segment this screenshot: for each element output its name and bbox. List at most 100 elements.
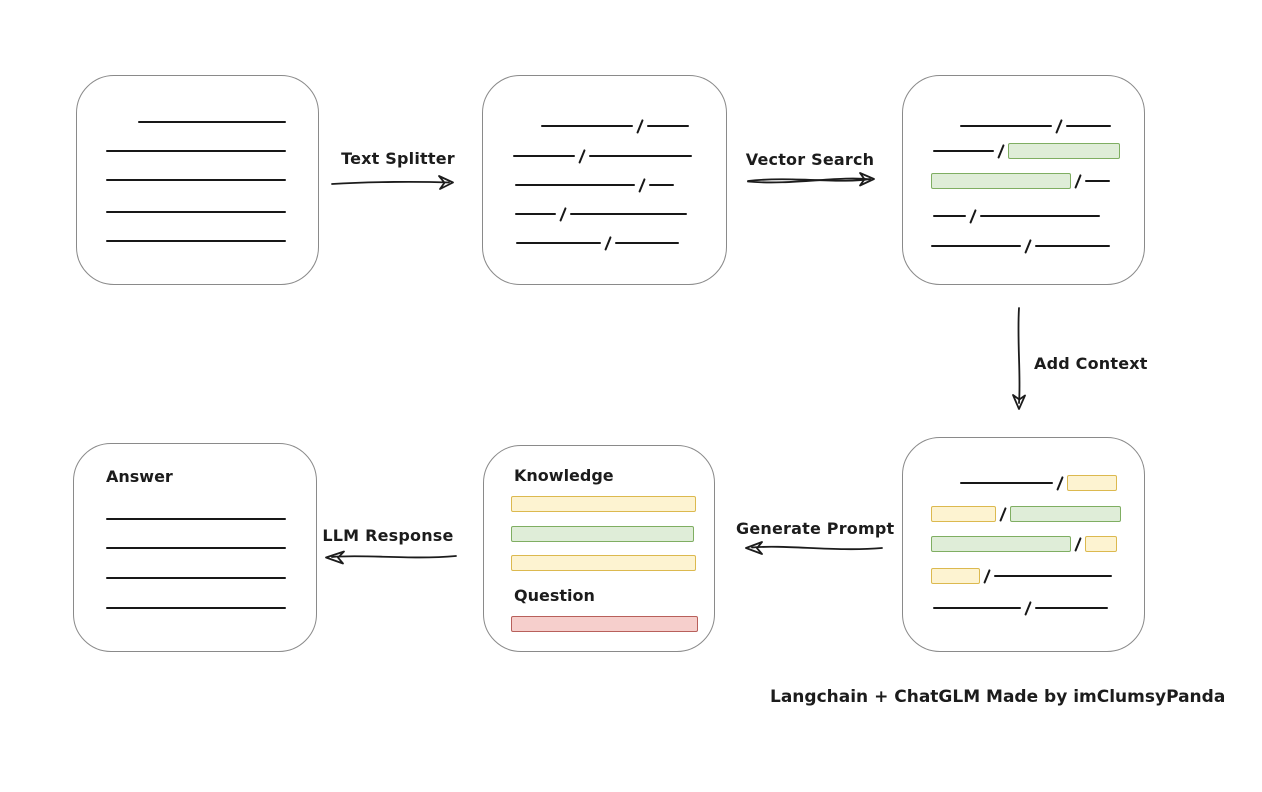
split-slash [1024,600,1032,616]
chunk-row [106,569,286,587]
text-line [106,240,286,242]
green-chunk [931,536,1071,552]
text-line [1035,245,1111,247]
generate-prompt-label: Generate Prompt [736,519,895,538]
split-slash [1074,173,1082,189]
document-box [76,75,319,285]
vector-search-arrow [747,172,875,187]
chunk-row [106,203,286,221]
chunk-row [138,113,286,131]
text-line [106,518,286,520]
text-line [589,155,693,157]
yellow-chunk [1085,536,1118,552]
chunk-row [106,142,286,160]
chunk-row [931,567,1113,585]
green-chunk [1008,143,1121,159]
text-line [516,242,601,244]
chunk-row [933,207,1101,225]
text-line [106,211,286,213]
yellow-chunk [511,496,696,512]
yellow-chunk [931,568,980,584]
split-slash [638,177,646,193]
answer-heading: Answer [106,467,173,486]
answer-box: Answer [73,443,317,652]
vector-search-label: Vector Search [745,150,875,169]
text-line [931,245,1021,247]
text-line [960,482,1053,484]
text-line [515,213,556,215]
chunk-row [960,117,1112,135]
text-line [138,121,286,123]
green-chunk [511,526,694,542]
split-slash [999,506,1007,522]
text-line [541,125,633,127]
chunk-row [931,535,1118,553]
text-line [515,184,635,186]
text-line [106,577,286,579]
chunk-row [515,205,688,223]
vector-matches-box [902,75,1145,285]
split-slash [983,568,991,584]
text-line [933,215,966,217]
split-chunks-box [482,75,727,285]
split-slash [636,118,644,134]
text-line [933,607,1021,609]
context-chunks-box [902,437,1145,652]
yellow-chunk [1067,475,1118,491]
split-slash [559,206,567,222]
chunk-row [541,117,690,135]
chunk-row [106,599,286,617]
chunk-row [106,539,286,557]
text-line [513,155,575,157]
split-slash [1024,238,1032,254]
chunk-row [106,171,286,189]
credit-text: Langchain + ChatGLM Made by imClumsyPand… [770,687,1226,707]
chunk-row [960,474,1118,492]
split-slash [604,235,612,251]
text-line [106,150,286,152]
add-context-label: Add Context [1034,354,1148,373]
chunk-row [515,176,675,194]
green-chunk [1010,506,1122,522]
yellow-chunk [931,506,996,522]
text-line [933,150,994,152]
text-splitter-arrow [331,175,454,190]
text-line [647,125,690,127]
chunk-row [516,234,680,252]
knowledge-heading: Knowledge [514,466,614,485]
question-heading: Question [514,586,595,605]
yellow-chunk [511,555,696,571]
chunk-row [931,237,1111,255]
green-chunk [931,173,1071,189]
chunk-row [931,505,1122,523]
prompt-box: Knowledge Question [483,445,715,652]
red-chunk [511,616,698,632]
text-line [106,607,286,609]
llm-response-label: LLM Response [322,526,454,545]
chunk-row [511,554,696,572]
text-line [1066,125,1112,127]
text-splitter-label: Text Splitter [341,149,455,168]
chunk-row [511,525,694,543]
text-line [649,184,675,186]
text-line [980,215,1101,217]
split-slash [578,148,586,164]
text-line [106,547,286,549]
chunk-row [106,232,286,250]
generate-prompt-arrow [745,541,883,555]
text-line [994,575,1113,577]
text-line [570,213,688,215]
split-slash [1055,118,1063,134]
chunk-row [933,599,1109,617]
text-line [960,125,1052,127]
chunk-row [511,615,698,633]
split-slash [1074,536,1082,552]
text-line [1035,607,1109,609]
text-line [1085,180,1111,182]
text-line [106,179,286,181]
chunk-row [511,495,696,513]
chunk-row [933,142,1121,160]
text-line [615,242,680,244]
split-slash [969,208,977,224]
